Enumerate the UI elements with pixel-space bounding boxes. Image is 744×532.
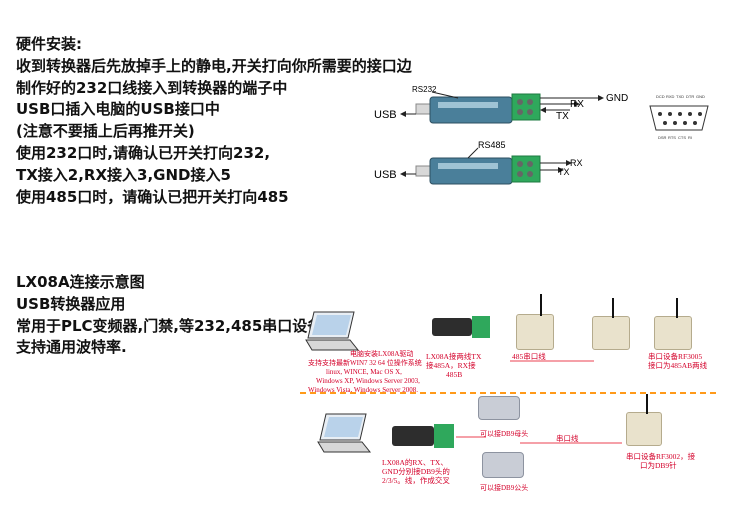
db9-pin: DTR — [686, 94, 694, 99]
note-line: 串口设备RF3002，接 — [626, 452, 696, 461]
laptop-icon — [317, 413, 372, 453]
usb-to-db9-line — [456, 436, 486, 438]
tx-label-bottom: TX — [558, 167, 570, 177]
device-image-485-c — [654, 316, 692, 350]
driver-line: 电脑安装LX08A驱动 — [350, 350, 414, 358]
db9-pin: RI — [688, 135, 692, 140]
driver-note: 电脑安装LX08A驱动 支持支持最新WIN7 32 64 位操作系统 linux… — [308, 350, 422, 395]
db9-pin: TXD — [676, 94, 684, 99]
device-image-485-b — [592, 316, 630, 350]
db9-pin: DCD — [656, 94, 665, 99]
device-232-note: 串口设备RF3002，接 口为DB9针 — [626, 452, 695, 470]
usb-label-bottom: USB — [374, 169, 397, 181]
device-image-232 — [626, 412, 662, 446]
diagram-intro: LX08A连接示意图 USB转换器应用 常用于PLC变频器,门禁,等232,48… — [16, 272, 322, 359]
rs485-label: RS485 — [478, 140, 506, 150]
install-instructions: 硬件安装: 收到转换器后先放掉手上的静电,开关打向你所需要的接口边 制作好的23… — [16, 34, 412, 208]
driver-line: linux, WINCE, Mac OS X, — [326, 368, 402, 376]
note-line: 串口设备RF3005 — [648, 352, 703, 361]
install-line: TX接入2,RX接入3,GND接入5 — [16, 165, 231, 184]
note-line: 接口为485AB两线 — [648, 361, 708, 370]
db9-female-label: 可以接DB9母头 — [480, 430, 529, 438]
intro-line: LX08A连接示意图 — [16, 273, 145, 291]
rx-label-bottom: RX — [570, 158, 583, 168]
db9-pin: DSR — [658, 135, 667, 140]
tx-label-top: TX — [556, 111, 569, 122]
db9-male-label: 可以接DB9公头 — [480, 484, 529, 492]
antenna-icon — [540, 294, 542, 316]
device-image-485-a — [516, 314, 554, 350]
install-line: 使用232口时,请确认已开关打向232, — [16, 143, 271, 162]
rx-label-top: RX — [570, 99, 584, 110]
intro-line: 常用于PLC变频器,门禁,等232,485串口设备 — [16, 316, 323, 335]
rs232-label: RS232 — [412, 85, 437, 94]
lx08a-485-note: LX08A接两线TX 接485A，RX接 485B — [426, 352, 481, 379]
install-line: USB口插入电脑的USB接口中 — [16, 100, 220, 119]
serial-cable — [520, 442, 622, 444]
line-485-cable — [510, 360, 594, 362]
converter-image-485 — [432, 316, 492, 338]
device-485-note: 串口设备RF3005 接口为485AB两线 — [648, 352, 707, 370]
install-line: 硬件安装: — [16, 35, 82, 53]
driver-line: Windows Vista, Windows Server 2008. — [308, 386, 418, 394]
note-line: 2/3/5。线，作成交叉 — [382, 476, 450, 485]
note-line: GND分别接DB9头的 — [382, 467, 450, 476]
note-line: LX08A接两线TX — [426, 352, 482, 361]
usb-converter-485 — [415, 155, 541, 185]
serial-line-label: 串口线 — [556, 434, 579, 443]
antenna-icon — [612, 298, 614, 318]
converter-image-232 — [392, 424, 456, 448]
note-line: 485B — [446, 370, 463, 379]
lx08a-232-note: LX08A的RX、TX、 GND分别接DB9头的 2/3/5。线，作成交叉 — [382, 458, 450, 485]
usb-label-top: USB — [374, 109, 397, 121]
section-divider — [300, 392, 716, 394]
note-line: 口为DB9针 — [640, 461, 677, 470]
gnd-label: GND — [606, 93, 628, 104]
note-line: 接485A，RX接 — [426, 361, 476, 370]
install-line: 使用485口时，请确认已把开关打向485 — [16, 187, 289, 206]
laptop-icon — [305, 311, 360, 351]
db9-pin: RTS — [668, 135, 676, 140]
db9-pin: GND — [696, 94, 705, 99]
driver-line: Windows XP, Windows Server 2003, — [316, 377, 420, 385]
db9-connector: DCD RXD TXD DTR GND DSR RTS CTS RI — [649, 94, 709, 140]
usb-converter-232 — [415, 93, 541, 124]
antenna-icon — [676, 298, 678, 318]
install-line: 制作好的232口线接入到转换器的端子中 — [16, 78, 288, 97]
install-line: 收到转换器后先放掉手上的静电,开关打向你所需要的接口边 — [16, 56, 412, 75]
db9-pin: RXD — [666, 94, 675, 99]
line-485-label: 485串口线 — [512, 352, 546, 361]
intro-line: 支持通用波特率. — [16, 338, 127, 357]
intro-line: USB转换器应用 — [16, 294, 126, 313]
antenna-icon — [646, 394, 648, 414]
driver-line: 支持支持最新WIN7 32 64 位操作系统 — [308, 359, 422, 367]
install-line: (注意不要插上后再推开关) — [16, 122, 195, 141]
db9-female-image — [478, 396, 520, 420]
note-line: LX08A的RX、TX、 — [382, 458, 448, 467]
db9-pin: CTS — [678, 135, 686, 140]
db9-male-image — [482, 452, 524, 478]
wiring-illustration: USB RS232 GND RX TX DCD RXD TXD DTR GND … — [374, 85, 709, 185]
